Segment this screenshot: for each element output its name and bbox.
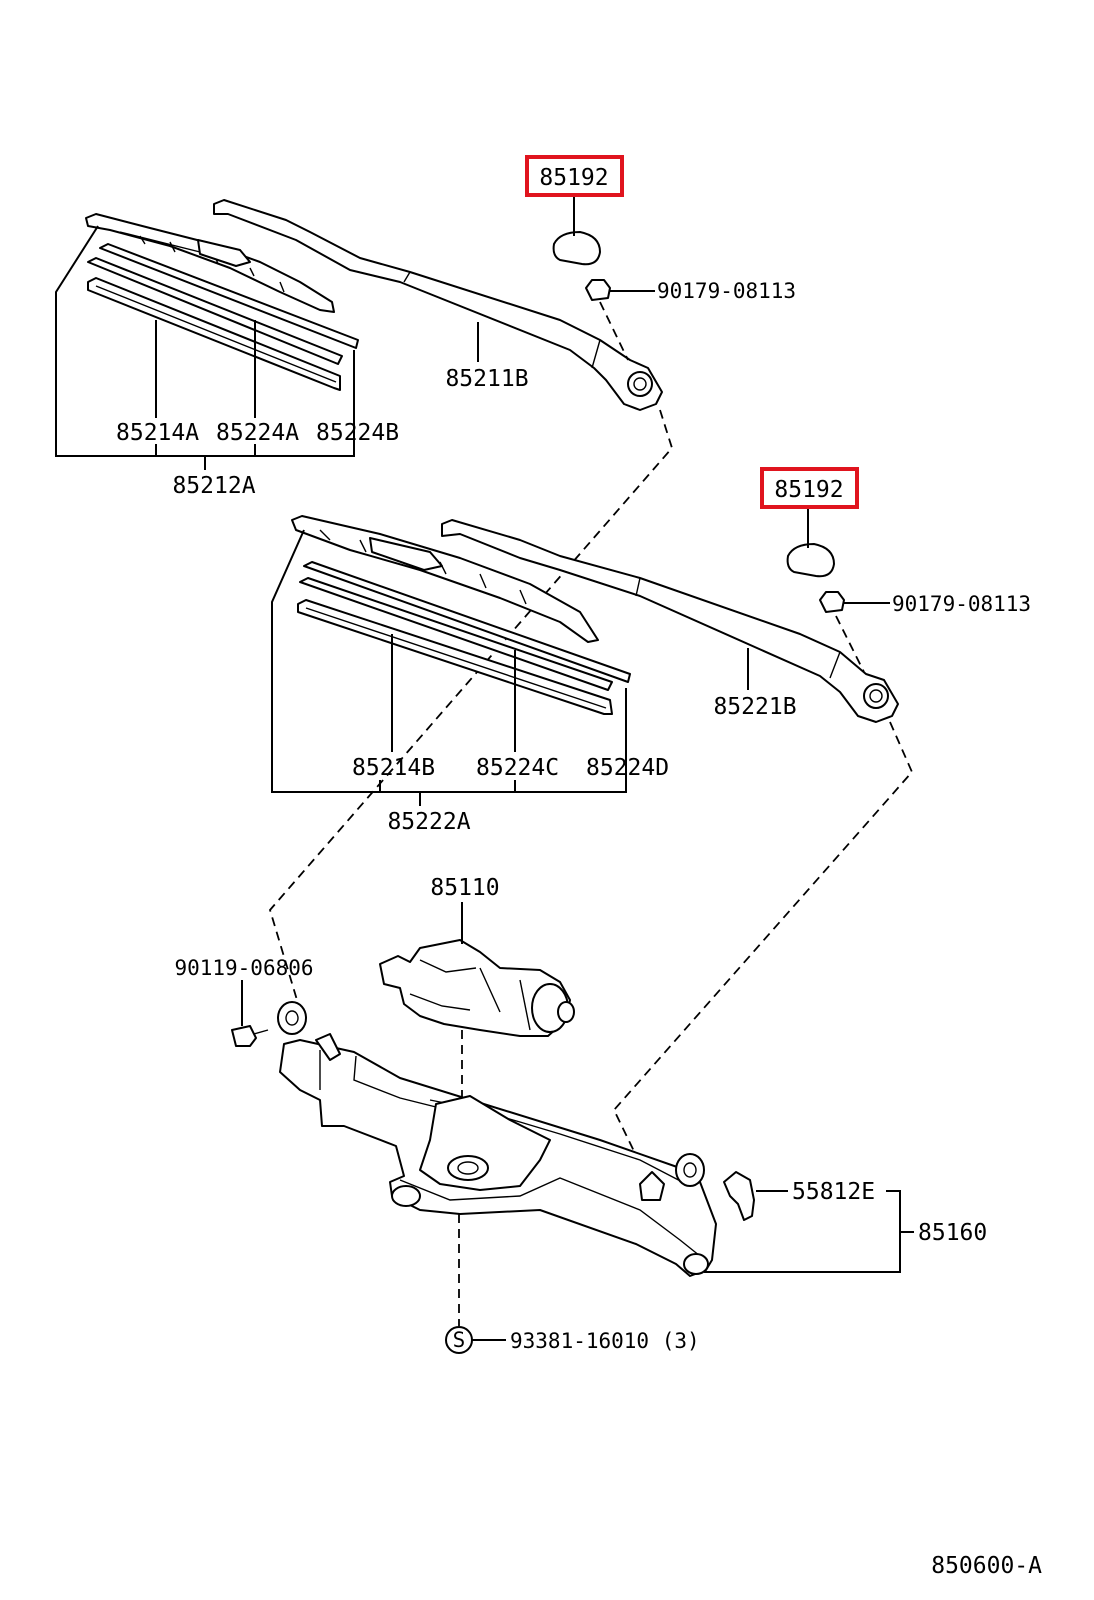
label-clip[interactable]: 55812E [792,1179,875,1205]
linkage-clip[interactable] [723,1171,755,1221]
left-blade-rubber[interactable] [87,243,359,391]
label-blade-right-assy[interactable]: 85222A [387,809,470,835]
label-blade-right-c[interactable]: 85224C [476,755,559,781]
label-link-assy[interactable]: 85160 [918,1220,987,1246]
label-nut-left[interactable]: 90179-08113 [657,279,796,303]
label-screw[interactable]: 93381-16010 (3) [510,1329,700,1353]
label-blade-right-d[interactable]: 85224D [586,755,669,781]
right-wiper-blade[interactable] [291,515,599,643]
left-wiper-blade[interactable] [85,213,335,313]
highlight-box-cap-right [760,467,859,509]
right-wiper-arm[interactable] [441,519,899,723]
label-nut-right[interactable]: 90179-08113 [892,592,1031,616]
wiper-linkage[interactable] [277,1001,717,1277]
left-blade-leaders [55,225,355,470]
right-arm-cap[interactable] [786,543,835,578]
screw-symbol-letter: S [453,1328,466,1352]
label-blade-left-b[interactable]: 85224B [316,420,399,446]
wiper-motor[interactable] [379,939,575,1037]
right-blade-leaders [271,529,627,806]
label-motor[interactable]: 85110 [430,875,499,901]
label-blade-left-assy[interactable]: 85212A [172,473,255,499]
highlight-box-cap-left [525,155,624,197]
left-arm-cap[interactable] [552,231,601,266]
label-blade-left-refill[interactable]: 85214A [116,420,199,446]
left-arm-leaders [268,196,674,1011]
right-blade-rubber[interactable] [297,561,631,715]
left-wiper-arm[interactable] [213,199,663,411]
label-cap-left[interactable]: 85192 [539,165,608,191]
diagram-code: 850600-A [931,1553,1042,1579]
label-blade-left-a[interactable]: 85224A [216,420,299,446]
label-bolt[interactable]: 90119-06806 [174,956,313,980]
linkage-leaders [241,980,914,1341]
label-arm-left[interactable]: 85211B [445,366,528,392]
right-arm-leaders [612,508,914,1181]
label-arm-right[interactable]: 85221B [713,694,796,720]
linkage-bolt[interactable] [231,1025,269,1047]
right-arm-nut[interactable] [819,591,845,613]
left-arm-nut[interactable] [585,279,611,301]
label-cap-right[interactable]: 85192 [774,477,843,503]
label-blade-right-refill[interactable]: 85214B [352,755,435,781]
